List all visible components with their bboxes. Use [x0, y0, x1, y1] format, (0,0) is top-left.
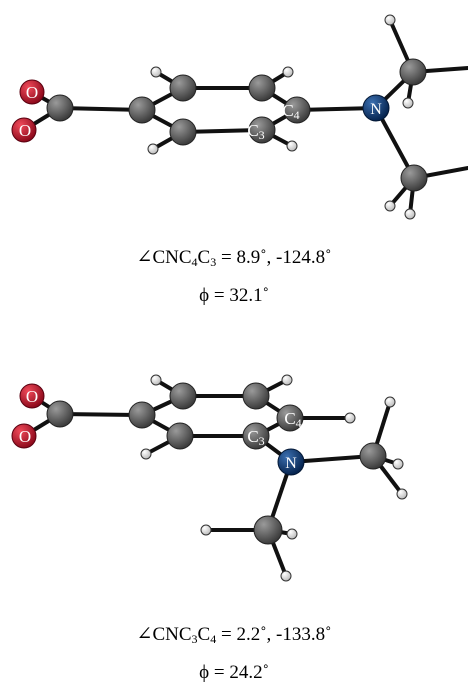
carbon-atom [46, 400, 74, 428]
angle-symbol: ∠ [136, 624, 153, 645]
hydrogen-atom [150, 66, 162, 78]
hydrogen-atom [147, 143, 159, 155]
bond [58, 412, 144, 417]
carbon-atom [46, 94, 74, 122]
hydrogen-atom [281, 374, 293, 386]
hydrogen-atom [392, 458, 404, 470]
top-hydrogens [147, 14, 416, 220]
carbon-atom [399, 58, 427, 86]
carbon-atom [400, 164, 428, 192]
nitrogen-atom [277, 448, 305, 476]
carbon-atom [169, 382, 197, 410]
hydrogen-atom [286, 528, 298, 540]
hydrogen-atom [344, 412, 356, 424]
bond [289, 454, 375, 464]
oxygen-label: O [26, 387, 38, 406]
top-heavy-atoms [11, 58, 428, 192]
carbon-atom [242, 382, 270, 410]
hydrogen-atom [282, 66, 294, 78]
phi-symbol: ϕ [199, 285, 210, 306]
oxygen-atom [19, 79, 45, 105]
carbon-atom [128, 96, 156, 124]
c4-label: C4 [282, 101, 299, 122]
phi-symbol: ϕ [199, 662, 210, 683]
oxygen-label: O [26, 83, 38, 102]
bottom-bonds [22, 378, 404, 578]
carbon-atom [248, 74, 276, 102]
oxygen-atom [11, 423, 37, 449]
bottom-hydrogens [140, 374, 408, 582]
carbon-atom [253, 515, 283, 545]
carbon-atom-c3 [242, 422, 270, 450]
bottom-dihedral-caption: ∠CNC3C4 = 2.2˚, -133.8˚ [136, 624, 332, 646]
c4-label: C4 [284, 409, 301, 430]
hydrogen-atom [200, 524, 212, 536]
carbon-atom-c4 [276, 404, 304, 432]
carbon-atom-c4 [283, 96, 311, 124]
carbon-atom [166, 422, 194, 450]
c3-label: C3 [247, 427, 264, 448]
carbon-atom-c3 [248, 116, 276, 144]
hydrogen-atom [384, 200, 396, 212]
top-atom-labels: O O N C4 C3 [19, 83, 382, 142]
nitrogen-atom [362, 94, 390, 122]
bottom-molecule: O O N C4 C3 [11, 374, 408, 582]
bottom-phi-caption: ϕ = 24.2˚ [199, 662, 269, 683]
hydrogen-atom [280, 570, 292, 582]
carbon-atom [359, 442, 387, 470]
angle-symbol: ∠ [136, 247, 153, 268]
hydrogen-atom [286, 140, 298, 152]
bottom-heavy-atoms [11, 382, 387, 545]
hydrogen-atom [396, 488, 408, 500]
top-phi-caption: ϕ = 32.1˚ [199, 285, 269, 306]
top-dihedral-caption: ∠CNC4C3 = 8.9˚, -124.8˚ [136, 247, 332, 269]
top-molecule: O O N C4 C3 [11, 14, 468, 220]
nitrogen-label: N [370, 101, 382, 118]
hydrogen-atom [140, 448, 152, 460]
hydrogen-atom [384, 14, 396, 26]
nitrogen-label: N [285, 455, 297, 472]
hydrogen-atom [384, 396, 396, 408]
hydrogen-atom [402, 97, 414, 109]
carbon-atom [128, 401, 156, 429]
oxygen-atom [11, 117, 37, 143]
carbon-atom [169, 74, 197, 102]
oxygen-label: O [19, 427, 31, 446]
hydrogen-atom [150, 374, 162, 386]
bond [58, 106, 144, 112]
bottom-atom-labels: O O N C4 C3 [19, 387, 302, 472]
hydrogen-atom [404, 208, 416, 220]
oxygen-label: O [19, 121, 31, 140]
carbon-atom [169, 118, 197, 146]
top-bonds [22, 18, 468, 216]
oxygen-atom [19, 383, 45, 409]
c3-label: C3 [247, 121, 264, 142]
